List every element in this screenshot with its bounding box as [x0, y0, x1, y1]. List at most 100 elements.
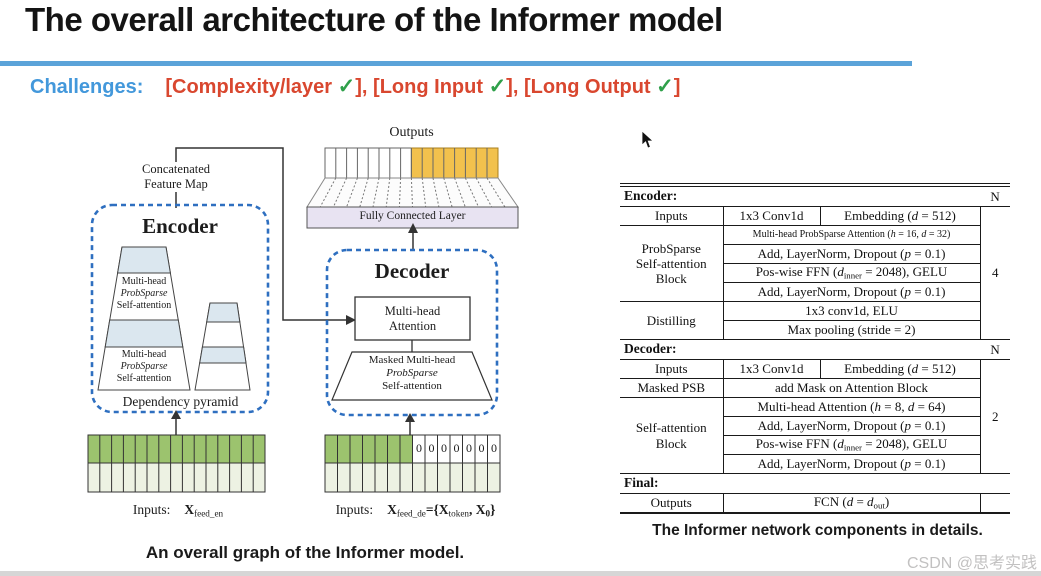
n-column-header: N: [980, 339, 1011, 360]
row-label: Inputs: [620, 206, 724, 226]
table-cell: Add, LayerNorm, Dropout (p = 0.1): [723, 454, 981, 474]
row-label: Outputs: [620, 493, 724, 514]
check-icon: ✓: [488, 75, 507, 98]
table-cell: 1x3 conv1d, ELU: [723, 301, 981, 321]
zero-cell-value: 0: [428, 441, 435, 455]
encoder-section-header: Encoder:: [620, 185, 981, 207]
challenge-item-text: ],: [355, 76, 374, 98]
row-label: Distilling: [620, 301, 724, 340]
challenges-label: Challenges:: [30, 76, 144, 98]
challenges-line: Challenges: [Complexity/layer ✓], [Long …: [30, 74, 680, 99]
row-label: Inputs: [620, 359, 724, 379]
dependency-pyramid-label: Dependency pyramid: [122, 394, 239, 409]
watermark: CSDN @思考实践: [906, 555, 1037, 572]
zero-cell-value: 0: [478, 441, 485, 455]
challenge-item-text: ],: [506, 76, 524, 98]
encoder-addnorm-row: Add, LayerNorm, Dropout (p = 0.1): [620, 282, 1010, 302]
table-cell: Multi-head Attention (h = 8, d = 64): [723, 397, 981, 417]
table-cell: Add, LayerNorm, Dropout (p = 0.1): [723, 244, 981, 264]
table-cell: Multi-head ProbSparse Attention (h = 16,…: [723, 225, 981, 245]
multi-head-attention-box: [354, 296, 471, 341]
table-cell: Add, LayerNorm, Dropout (p = 0.1): [723, 416, 981, 436]
challenge-item-text: [Complexity/layer: [165, 76, 338, 98]
decoder-n-value: 2: [979, 359, 1011, 474]
row-label: Masked PSB: [620, 378, 724, 398]
figure-caption: An overall graph of the Informer model.: [145, 543, 465, 562]
encoder-addnorm-row: Add, LayerNorm, Dropout (p = 0.1): [620, 244, 1010, 264]
table-cell: Embedding (d = 512): [820, 359, 981, 379]
challenge-item-text: [Long Output: [523, 76, 657, 98]
distilling-pool-row: Max pooling (stride = 2): [620, 320, 1010, 340]
outputs-label: Outputs: [389, 125, 434, 140]
table-cell: Embedding (d = 512): [820, 206, 981, 226]
table-cell: Add, LayerNorm, Dropout (p = 0.1): [723, 282, 981, 302]
table-cell: Pos-wise FFN (dinner = 2048), GELU: [723, 263, 981, 283]
encoder-ffn-row: Pos-wise FFN (dinner = 2048), GELU: [620, 263, 1010, 283]
zero-cell-value: 0: [453, 441, 460, 455]
table-cell: 1x3 Conv1d: [723, 206, 821, 226]
decoder-to-fc-arrow: [408, 223, 418, 250]
table-cell: Max pooling (stride = 2): [723, 320, 981, 340]
table-cell: 1x3 Conv1d: [723, 359, 821, 379]
n-column-header: N: [980, 185, 1011, 207]
zero-cell-value: 0: [441, 441, 447, 455]
final-outputs-row: Outputs FCN (d = dout): [620, 493, 1011, 514]
encoder-pyramid-large: [97, 246, 191, 391]
zero-cell-value: 0: [491, 441, 497, 455]
challenge-item-text: ]: [673, 76, 681, 98]
encoder-input-arrow: [171, 410, 181, 435]
connector-arrowhead: [346, 315, 356, 325]
zero-cell-value: 0: [466, 441, 472, 455]
informer-components-table: Encoder: N Inputs 1x3 Conv1d Embedding (…: [620, 183, 1011, 514]
encoder-inputs-label: Inputs:Xfeed_en: [132, 502, 224, 519]
table-cell: add Mask on Attention Block: [723, 378, 981, 398]
encoder-pyramid-small: [194, 302, 251, 391]
decoder-input-arrow: [405, 413, 415, 435]
bottom-strip: [0, 571, 1041, 576]
table-cell: [979, 493, 1011, 514]
table-cell: FCN (d = dout): [723, 493, 981, 514]
decoder-inputs-label: Inputs:Xfeed_de={Xtoken, X0}: [335, 502, 496, 519]
final-section-header: Final:: [620, 473, 1011, 494]
challenges-items: [Complexity/layer ✓], [Long Input ✓], [L…: [165, 74, 680, 99]
masked-psb-row: Masked PSB add Mask on Attention Block: [620, 378, 1010, 398]
final-header-row: Final:: [620, 473, 1011, 494]
decoder-ffn-row: Pos-wise FFN (dinner = 2048), GELU: [620, 435, 1010, 455]
encoder-header-row: Encoder: N: [620, 185, 1011, 207]
masked-attention-trapezoid: [331, 351, 493, 401]
table-caption: The Informer network components in detai…: [652, 522, 983, 539]
encoder-n-value: 4: [979, 206, 1011, 340]
decoder-inputs-row: Inputs 1x3 Conv1d Embedding (d = 512) 2: [620, 359, 1011, 474]
encoder-title: Encoder: [142, 214, 218, 238]
fully-connected-layer-label: Fully Connected Layer: [359, 210, 466, 222]
decoder-dashed-box: [325, 248, 499, 417]
architecture-diagram-shapes: [87, 147, 519, 493]
distilling-conv-row: Distilling 1x3 conv1d, ELU: [620, 301, 1010, 340]
decoder-addnorm-row: Add, LayerNorm, Dropout (p = 0.1): [620, 454, 1010, 474]
encoder-inputs-row: Inputs 1x3 Conv1d Embedding (d = 512) 4: [620, 206, 1011, 340]
page-title: The overall architecture of the Informer…: [25, 1, 723, 38]
decoder-header-row: Decoder: N: [620, 339, 1011, 360]
fc-fan: [306, 177, 519, 208]
decoder-section-header: Decoder:: [620, 339, 981, 360]
table-cell: Pos-wise FFN (dinner = 2048), GELU: [723, 435, 981, 455]
decoder-title: Decoder: [374, 259, 450, 283]
outputs-cells: [324, 147, 499, 179]
decoder-input-cells: [324, 434, 501, 493]
mouse-cursor: [641, 131, 655, 149]
decoder-addnorm-row: Add, LayerNorm, Dropout (p = 0.1): [620, 416, 1010, 436]
check-icon: ✓: [337, 75, 356, 98]
zero-cell-value: 0: [416, 441, 422, 455]
check-icon: ✓: [656, 75, 674, 98]
